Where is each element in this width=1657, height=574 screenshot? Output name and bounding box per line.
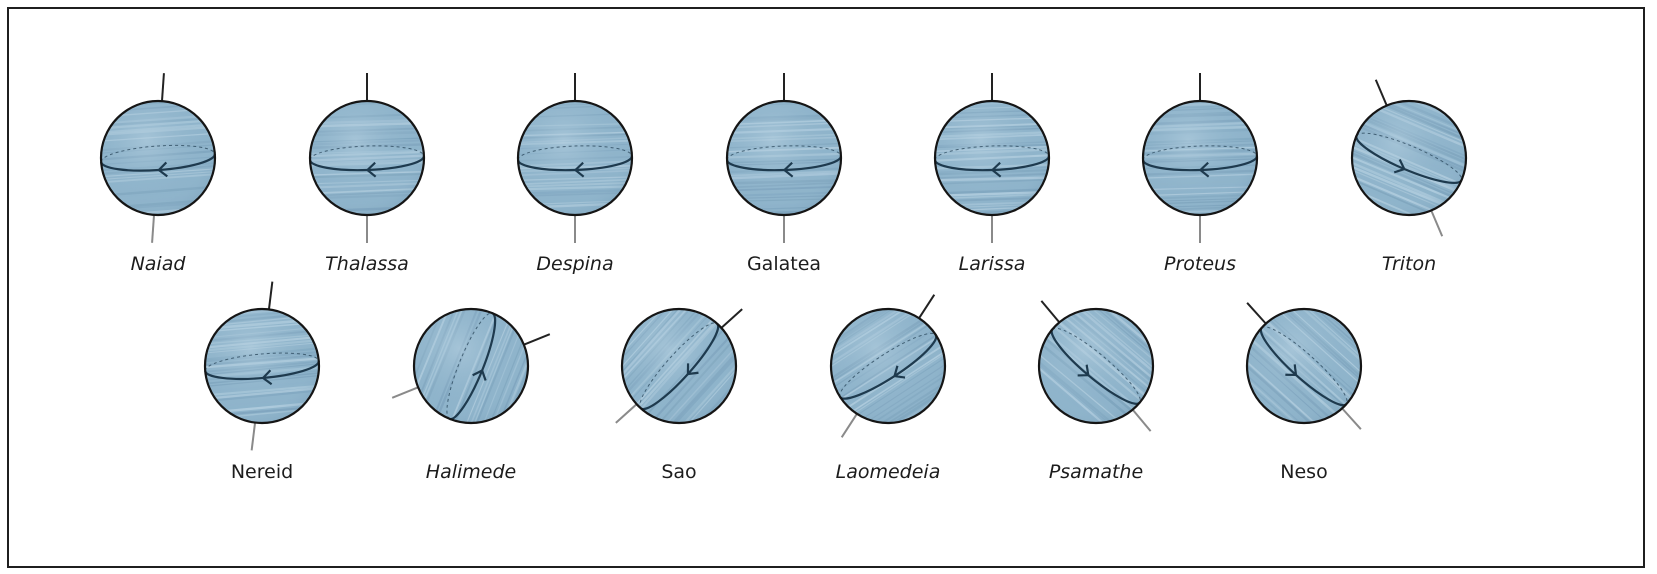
north-pole-axis — [160, 73, 165, 102]
orbit-ellipse — [933, 145, 1051, 178]
south-pole-axis — [840, 413, 858, 438]
figure-frame — [7, 7, 1645, 568]
south-pole-axis — [1131, 409, 1152, 432]
direction-arrow-icon — [783, 161, 794, 178]
moon-label: Naiad — [131, 253, 187, 275]
orbit-ellipse — [725, 145, 843, 178]
moon-despina: Despina — [516, 73, 634, 275]
moon-outline — [1141, 99, 1259, 217]
moon-label: Neso — [1280, 461, 1327, 483]
direction-arrow-icon — [157, 161, 168, 178]
orbit-ellipse — [308, 145, 426, 178]
moon-naiad: Naiad — [97, 73, 219, 275]
moon-outline — [203, 307, 321, 425]
orbit-ellipse — [639, 322, 720, 411]
moon-triton: Triton — [1334, 79, 1484, 275]
moon-psamathe: Psamathe — [1015, 285, 1177, 483]
moon-label: Thalassa — [325, 253, 409, 275]
moon-outline — [516, 99, 634, 217]
south-pole-axis — [391, 386, 419, 399]
orbit-ellipse — [516, 145, 634, 178]
direction-arrow-icon — [686, 363, 699, 376]
orbit-ellipse — [204, 352, 320, 386]
moon-galatea: Galatea — [725, 73, 843, 275]
moon-outline — [829, 307, 947, 425]
moon-sao: Sao — [598, 285, 760, 483]
moon-label: Proteus — [1164, 253, 1236, 275]
direction-arrow-icon — [261, 369, 273, 386]
orbit-ellipse — [1259, 326, 1348, 407]
moon-outline — [620, 307, 738, 425]
orbit-ellipse — [1050, 327, 1141, 405]
north-pole-axis — [267, 281, 274, 310]
moon-label: Despina — [536, 253, 613, 275]
north-pole-axis — [918, 294, 936, 319]
moon-label: Halimede — [426, 461, 516, 483]
orbit-ellipse — [1355, 132, 1463, 184]
moon-thalassa: Thalassa — [308, 73, 426, 275]
moon-neso: Neso — [1223, 285, 1385, 483]
moon-larissa: Larissa — [933, 73, 1051, 275]
moon-outline — [308, 99, 426, 217]
moon-label: Larissa — [959, 253, 1026, 275]
moon-label: Laomedeia — [836, 461, 941, 483]
north-pole-axis — [720, 308, 743, 329]
north-pole-axis — [1040, 300, 1061, 323]
south-pole-axis — [1430, 210, 1444, 237]
orbit-ellipse — [100, 144, 216, 178]
orbit-ellipse — [446, 312, 497, 421]
direction-arrow-icon — [893, 365, 906, 379]
moon-label: Psamathe — [1049, 461, 1143, 483]
moon-label: Triton — [1382, 253, 1436, 275]
south-pole-axis — [615, 403, 638, 424]
north-pole-axis — [523, 333, 551, 346]
moon-outline — [1350, 99, 1468, 217]
direction-arrow-icon — [1285, 364, 1298, 377]
south-pole-axis — [1341, 407, 1362, 430]
direction-arrow-icon — [991, 161, 1002, 178]
moon-outline — [99, 99, 217, 217]
direction-arrow-icon — [1077, 364, 1090, 377]
moon-label: Sao — [661, 461, 696, 483]
moon-label: Nereid — [231, 461, 293, 483]
north-pole-axis — [1374, 79, 1388, 106]
moon-outline — [1037, 307, 1155, 425]
moon-outline — [725, 99, 843, 217]
direction-arrow-icon — [574, 161, 585, 178]
moon-proteus: Proteus — [1141, 73, 1259, 275]
moon-outline — [933, 99, 1051, 217]
direction-arrow-icon — [1393, 158, 1406, 174]
direction-arrow-icon — [472, 369, 487, 381]
orbit-ellipse — [839, 332, 938, 400]
moon-outline — [1245, 307, 1363, 425]
orbit-ellipse — [1141, 145, 1259, 178]
south-pole-axis — [250, 422, 257, 451]
moon-nereid: Nereid — [200, 281, 324, 483]
moon-laomedeia: Laomedeia — [809, 287, 967, 483]
direction-arrow-icon — [1199, 161, 1210, 178]
north-pole-axis — [1246, 302, 1267, 325]
moon-outline — [412, 307, 530, 425]
south-pole-axis — [151, 214, 156, 243]
direction-arrow-icon — [366, 161, 377, 178]
moon-halimede: Halimede — [391, 291, 551, 483]
moon-label: Galatea — [747, 253, 821, 275]
